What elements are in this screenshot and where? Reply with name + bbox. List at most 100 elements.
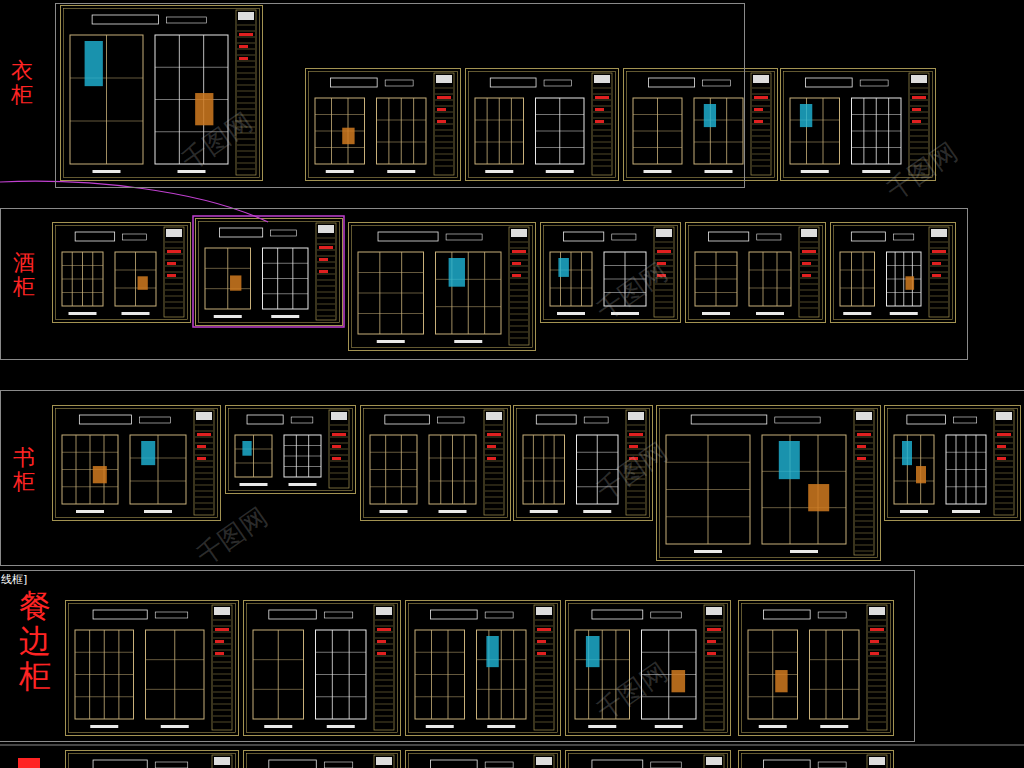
drawing-sheet	[831, 223, 956, 323]
title-row	[800, 278, 818, 279]
cabinet-shelf	[70, 78, 143, 79]
red-mark	[197, 445, 206, 448]
cabinet-shelf	[810, 659, 860, 660]
title-row	[910, 100, 928, 101]
cabinet-divider	[464, 435, 465, 504]
title-row	[868, 632, 886, 633]
title-row	[195, 455, 213, 456]
title-row	[995, 455, 1013, 456]
title-row	[868, 704, 886, 705]
title-row	[627, 509, 645, 510]
title-row	[910, 124, 928, 125]
red-mark	[707, 628, 721, 631]
title-row	[165, 296, 183, 297]
red-mark	[487, 433, 501, 436]
title-row	[330, 473, 348, 474]
title-block	[867, 755, 887, 768]
cabinet-shelf	[205, 288, 251, 289]
red-mark	[512, 274, 521, 277]
view-caption-bar	[454, 340, 482, 343]
title-row	[868, 680, 886, 681]
view-caption-bar	[644, 170, 672, 173]
red-mark	[802, 274, 811, 277]
title-row	[995, 479, 1013, 480]
title-block	[212, 605, 232, 730]
cabinet-elevation	[235, 435, 272, 477]
plan-view	[764, 760, 811, 768]
title-row	[330, 461, 348, 462]
title-row	[930, 278, 948, 279]
cabinet-shelf	[694, 120, 743, 121]
title-row	[317, 274, 335, 275]
title-row	[627, 425, 645, 426]
title-row	[213, 722, 231, 723]
hanging-clothes	[779, 441, 800, 479]
cabinet-shelf	[475, 142, 524, 143]
plan-view	[806, 78, 853, 87]
sheet-frame	[364, 409, 508, 518]
hanging-clothes	[902, 441, 912, 465]
layer-tag: 线框]	[1, 572, 27, 587]
sheet-border	[657, 406, 881, 561]
red-mark	[997, 445, 1006, 448]
title-block	[592, 73, 612, 175]
title-row	[868, 620, 886, 621]
cabinet-divider	[413, 98, 414, 164]
title-row	[593, 88, 611, 89]
title-row	[213, 716, 231, 717]
plan-view	[851, 232, 885, 241]
title-row	[800, 254, 818, 255]
cabinet-shelf	[642, 652, 697, 653]
red-mark	[707, 652, 716, 655]
title-block	[704, 605, 724, 730]
cabinet-shelf	[748, 652, 798, 653]
title-row	[237, 73, 255, 74]
plan-view	[954, 417, 977, 423]
cabinet-shelf	[666, 516, 750, 517]
title-row	[910, 118, 928, 119]
view-caption-bar	[702, 312, 730, 315]
title-row	[535, 674, 553, 675]
title-row	[195, 467, 213, 468]
red-mark	[537, 640, 546, 643]
plan-view	[446, 234, 482, 240]
title-row	[535, 638, 553, 639]
drawing-sheet	[244, 601, 401, 736]
title-row	[627, 437, 645, 438]
title-row	[435, 94, 453, 95]
red-mark	[437, 120, 446, 123]
title-row	[705, 692, 723, 693]
title-row	[213, 692, 231, 693]
title-row	[752, 136, 770, 137]
red-mark	[707, 640, 716, 643]
title-row	[705, 620, 723, 621]
cabinet-shelf	[115, 270, 156, 271]
logo-mark	[376, 607, 392, 615]
title-row	[800, 284, 818, 285]
title-row	[165, 266, 183, 267]
cabinet-shelf	[316, 674, 367, 675]
cabinet-shelf	[666, 462, 750, 463]
title-row	[317, 304, 335, 305]
title-row	[855, 485, 873, 486]
title-row	[535, 650, 553, 651]
title-row	[855, 449, 873, 450]
cabinet-divider	[106, 35, 107, 164]
drawing-sheet	[53, 223, 191, 323]
title-row	[930, 266, 948, 267]
title-row	[237, 103, 255, 104]
title-row	[485, 467, 503, 468]
cabinet-elevation	[748, 630, 798, 719]
sheet-border	[885, 406, 1021, 521]
red-mark	[912, 96, 926, 99]
title-row	[752, 142, 770, 143]
title-row	[655, 308, 673, 309]
title-row	[868, 716, 886, 717]
title-row	[435, 124, 453, 125]
title-row	[868, 650, 886, 651]
plan-view	[93, 610, 147, 619]
title-row	[375, 620, 393, 621]
sheet-border	[306, 69, 461, 181]
title-row	[165, 284, 183, 285]
cabinet-shelf	[946, 486, 986, 487]
